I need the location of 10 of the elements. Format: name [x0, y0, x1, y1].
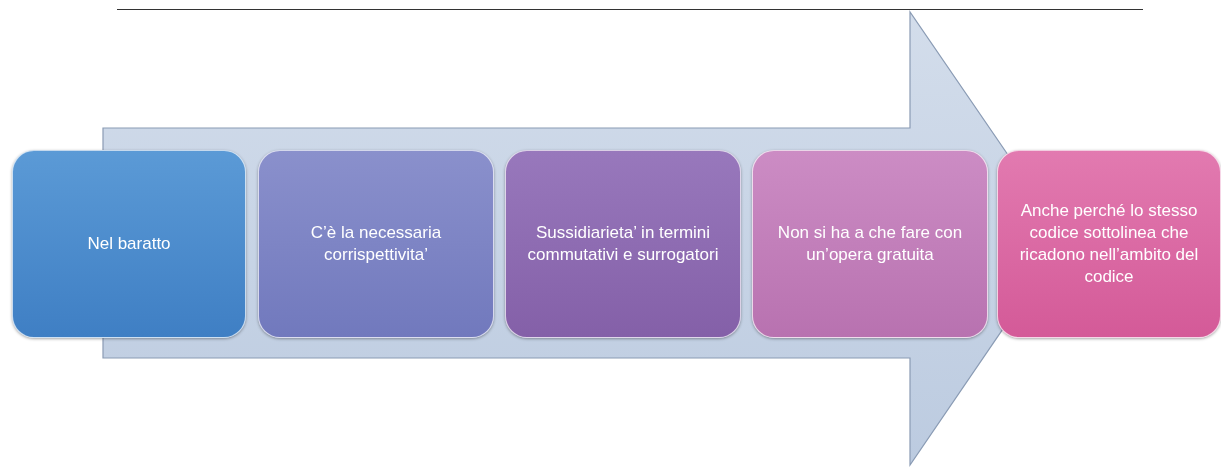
step-text: Anche perché lo stesso codice sottolinea che ricadono nell’ambito del codice	[1018, 200, 1200, 288]
step-text: C’è la necessaria corrispettivita’	[309, 222, 443, 266]
step-box	[505, 150, 741, 338]
step-text: Nel baratto	[87, 233, 171, 255]
step-text: Non si ha a che fare con un’opera gratuita	[776, 222, 964, 266]
step-box	[997, 150, 1221, 338]
step-box	[752, 150, 988, 338]
step-box	[12, 150, 246, 338]
step-box	[258, 150, 494, 338]
step-text: Sussidiarieta’ in termini commutativi e surrogatori	[526, 222, 720, 266]
